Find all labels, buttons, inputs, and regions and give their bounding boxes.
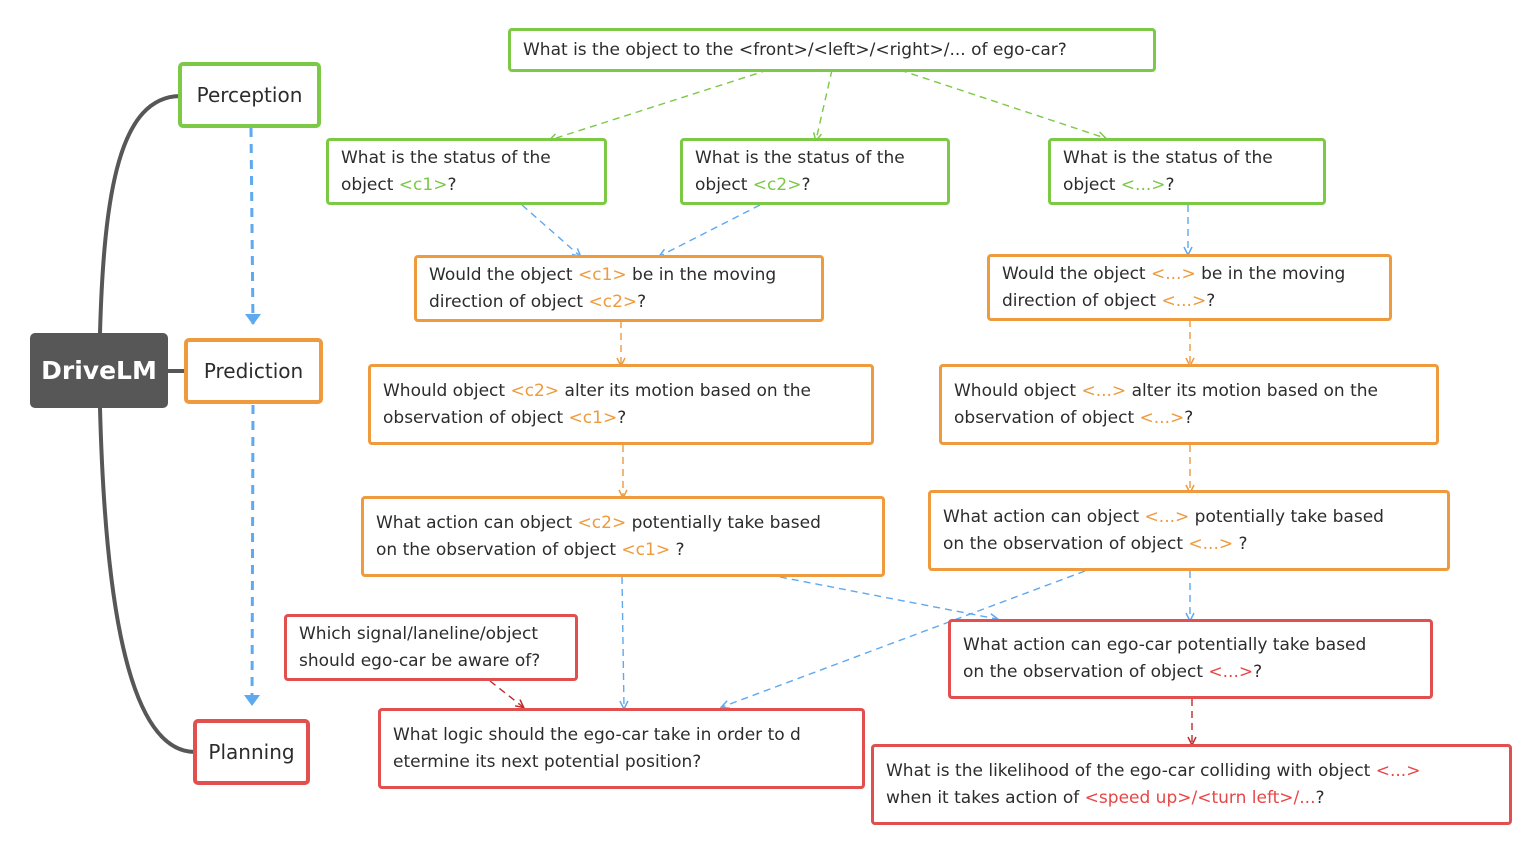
question-collide-e: ? xyxy=(1315,787,1325,808)
question-moving-c-d: direction of object xyxy=(429,291,589,312)
arrow-signal-logic xyxy=(489,680,523,707)
question-status-other-line1: What is the status of the xyxy=(1063,147,1273,168)
token-other: <...> xyxy=(1375,760,1421,781)
arrow-front-status-c1 xyxy=(550,69,769,140)
question-status-c2-line1: What is the status of the xyxy=(695,147,905,168)
question-action-c-d: on the observation of object xyxy=(376,539,622,560)
arrow-front-status-x xyxy=(899,69,1105,138)
question-moving-direction-c: Would the object <c1> be in the moving di… xyxy=(414,255,824,322)
token-c1: <c1> xyxy=(568,407,618,428)
token-other: <...> xyxy=(1144,506,1190,527)
question-alter-c-f: ? xyxy=(617,407,627,428)
root-node: DriveLM xyxy=(30,333,168,408)
token-c1: <c1> xyxy=(621,539,671,560)
question-signal-awareness: Which signal/laneline/object should ego-c… xyxy=(284,614,578,681)
question-alter-motion-c: Whould object <c2> alter its motion base… xyxy=(368,364,874,445)
arrow-action-x-logic xyxy=(722,570,1086,707)
question-status-c1-end: ? xyxy=(447,174,457,195)
stage-prediction-label: Prediction xyxy=(203,359,304,383)
question-moving-c-c: be in the moving xyxy=(626,264,777,285)
question-moving-x-a: Would the object xyxy=(1002,263,1151,284)
question-action-x-a: What action can object xyxy=(943,506,1145,527)
question-collision-likelihood: What is the likelihood of the ego-car co… xyxy=(871,744,1512,825)
question-action-object-other: What action can object <...> potentially… xyxy=(928,490,1450,571)
question-ego-action: What action can ego-car potentially take… xyxy=(948,619,1433,699)
question-action-x-d: on the observation of object xyxy=(943,533,1189,554)
stage-prediction: Prediction xyxy=(184,338,323,404)
question-alter-x-c: alter its motion based on the xyxy=(1126,380,1379,401)
branch-planning xyxy=(98,407,196,754)
arrow-perception-prediction xyxy=(245,127,261,325)
question-alter-motion-other: Whould object <...> alter its motion bas… xyxy=(939,364,1439,445)
question-moving-c-f: ? xyxy=(637,291,647,312)
question-alter-x-a: Whould object xyxy=(954,380,1082,401)
question-ego-action-line1: What action can ego-car potentially take… xyxy=(963,635,1367,655)
arrow-prediction-planning xyxy=(244,404,260,706)
token-other: <...> xyxy=(1139,407,1185,428)
question-action-c-c: potentially take based xyxy=(626,512,821,533)
question-ego-action-line2: on the observation of object xyxy=(963,662,1209,682)
token-other: <...> xyxy=(1188,533,1234,554)
question-ego-action-end: ? xyxy=(1253,662,1263,682)
token-c2: <c2> xyxy=(577,512,627,533)
question-moving-x-f: ? xyxy=(1206,290,1216,311)
question-status-other-line2: object xyxy=(1063,174,1121,195)
stage-perception: Perception xyxy=(178,62,321,128)
question-status-other-end: ? xyxy=(1165,174,1175,195)
token-c1: <c1> xyxy=(398,174,448,195)
question-collide-c: when it takes action of xyxy=(886,787,1085,808)
question-alter-c-a: Whould object xyxy=(383,380,511,401)
question-status-c1-line1: What is the status of the xyxy=(341,147,551,168)
token-c2: <c2> xyxy=(588,291,638,312)
question-status-c1: What is the status of the object <c1>? xyxy=(326,138,607,205)
question-alter-x-f: ? xyxy=(1184,407,1194,428)
question-alter-c-d: observation of object xyxy=(383,407,569,428)
token-other: <...> xyxy=(1161,290,1207,311)
question-status-c2: What is the status of the object <c2>? xyxy=(680,138,950,205)
arrow-status-c1-moving xyxy=(521,204,580,256)
question-action-x-c: potentially take based xyxy=(1189,506,1384,527)
question-signal-line2: should ego-car be aware of? xyxy=(299,650,541,671)
token-c2: <c2> xyxy=(752,174,802,195)
question-status-other: What is the status of the object <...>? xyxy=(1048,138,1326,205)
question-action-object-c: What action can object <c2> potentially … xyxy=(361,496,885,577)
question-moving-direction-other: Would the object <...> be in the moving d… xyxy=(987,254,1392,321)
question-logic-line1: What logic should the ego-car take in or… xyxy=(393,724,801,745)
question-collide-a: What is the likelihood of the ego-car co… xyxy=(886,760,1376,781)
root-label: DriveLM xyxy=(41,356,157,385)
token-other: <...> xyxy=(1120,174,1166,195)
question-alter-x-d: observation of object xyxy=(954,407,1140,428)
question-moving-x-d: direction of object xyxy=(1002,290,1162,311)
question-front-object: What is the object to the <front>/<left>… xyxy=(508,28,1156,72)
token-c2: <c2> xyxy=(510,380,560,401)
arrow-action-c-ego xyxy=(779,576,997,619)
branch-perception xyxy=(98,94,181,334)
stage-planning-label: Planning xyxy=(208,740,295,764)
arrow-status-c2-moving xyxy=(660,204,761,256)
question-status-c2-end: ? xyxy=(801,174,811,195)
question-logic-line2: etermine its next potential position? xyxy=(393,751,702,772)
question-next-position-logic: What logic should the ego-car take in or… xyxy=(378,708,865,789)
token-actions: <speed up>/<turn left>/... xyxy=(1084,787,1316,808)
stage-planning: Planning xyxy=(193,719,310,785)
stage-perception-label: Perception xyxy=(196,83,303,107)
token-other: <...> xyxy=(1081,380,1127,401)
question-action-c-f: ? xyxy=(670,539,685,560)
arrow-action-c-logic xyxy=(622,576,624,708)
token-other: <...> xyxy=(1208,662,1254,682)
question-action-c-a: What action can object xyxy=(376,512,578,533)
question-action-x-f: ? xyxy=(1233,533,1248,554)
question-moving-c-a: Would the object xyxy=(429,264,578,285)
question-status-c1-line2: object xyxy=(341,174,399,195)
token-other: <...> xyxy=(1151,263,1196,284)
question-signal-line1: Which signal/laneline/object xyxy=(299,623,539,644)
question-moving-x-c: be in the moving xyxy=(1195,263,1346,284)
arrow-front-status-c2 xyxy=(816,69,833,140)
token-c1: <c1> xyxy=(578,264,627,285)
question-alter-c-c: alter its motion based on the xyxy=(559,380,811,401)
question-front-object-text: What is the object to the <front>/<left>… xyxy=(523,39,1067,60)
question-status-c2-line2: object xyxy=(695,174,753,195)
